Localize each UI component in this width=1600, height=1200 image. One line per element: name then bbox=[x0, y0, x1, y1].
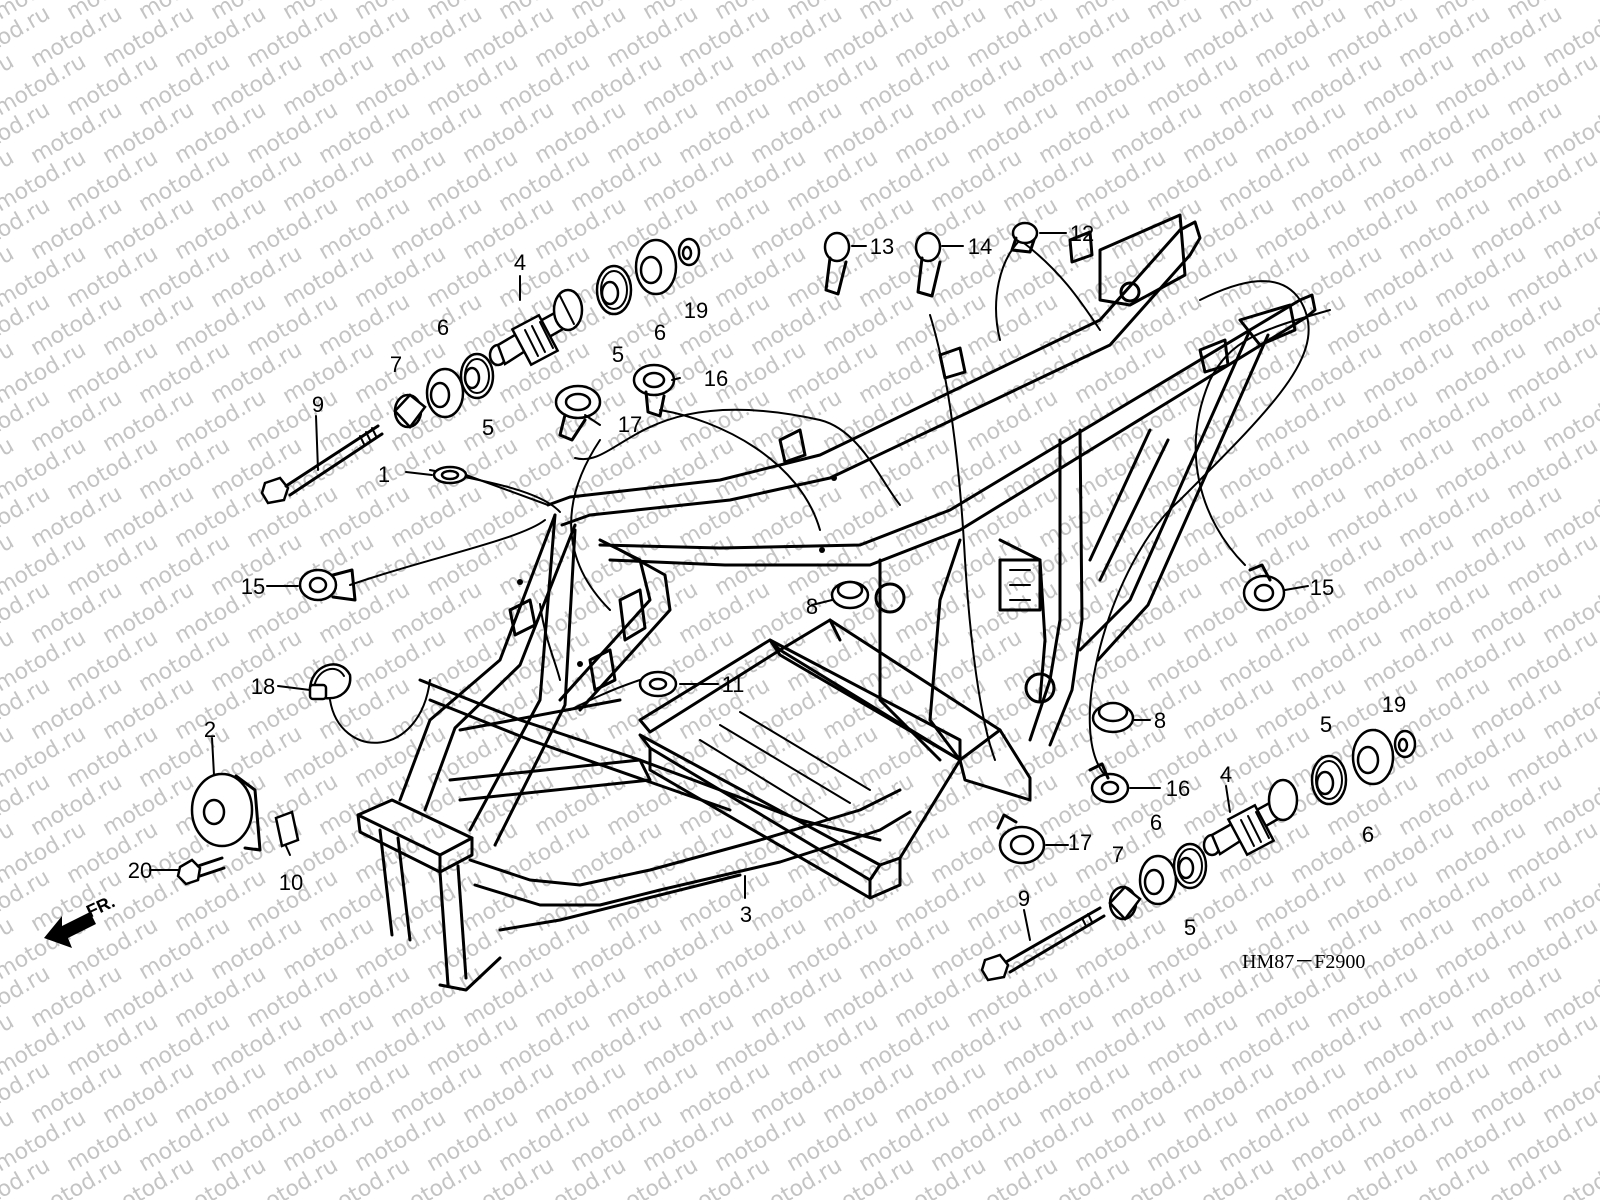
callout-19-upper: 19 bbox=[684, 298, 708, 323]
part-nut-19b bbox=[1393, 729, 1417, 759]
part-bolt-upper bbox=[260, 424, 384, 505]
callout-15-left: 15 bbox=[241, 574, 265, 599]
callout-20: 20 bbox=[128, 858, 152, 883]
diagram-code: HM87－F2900 bbox=[1242, 951, 1365, 973]
callout-5-b: 5 bbox=[612, 342, 624, 367]
callout-5-c: 5 bbox=[1184, 915, 1196, 940]
callout-5-a: 5 bbox=[482, 415, 494, 440]
part-clip-11 bbox=[638, 670, 678, 698]
part-band-13 bbox=[823, 231, 851, 296]
part-washer-6a bbox=[425, 367, 465, 419]
part-collar-lower bbox=[1108, 885, 1142, 921]
callout-12: 12 bbox=[1070, 221, 1094, 246]
part-shaft-4a bbox=[488, 288, 584, 367]
callout-4-lower: 4 bbox=[1220, 762, 1232, 787]
callout-19-lower: 19 bbox=[1382, 692, 1406, 717]
callout-16-lower: 16 bbox=[1166, 776, 1190, 801]
part-band-14 bbox=[914, 231, 942, 298]
part-bearing-5b bbox=[595, 264, 633, 316]
callouts: 1 2 3 4 4 5 5 5 5 6 6 6 6 7 7 8 8 9 9 10… bbox=[128, 221, 1406, 940]
part-clamp-15b bbox=[1242, 563, 1286, 612]
part-band-18 bbox=[308, 663, 352, 701]
part-grommet-8b bbox=[1091, 701, 1135, 734]
leader-lines bbox=[149, 232, 1309, 941]
callout-10: 10 bbox=[279, 870, 303, 895]
part-grommet-8a bbox=[830, 580, 870, 610]
part-bearing-5c bbox=[1172, 842, 1208, 890]
callout-8-lower: 8 bbox=[1154, 708, 1166, 733]
callout-6-b: 6 bbox=[654, 320, 666, 345]
callout-6-c: 6 bbox=[1150, 810, 1162, 835]
part-collar-upper bbox=[393, 393, 427, 429]
part-shaft-4b bbox=[1202, 778, 1299, 857]
callout-9-lower: 9 bbox=[1018, 886, 1030, 911]
callout-1: 1 bbox=[378, 462, 390, 487]
callout-16-upper: 16 bbox=[704, 366, 728, 391]
frame-body bbox=[329, 213, 1331, 992]
callout-9-upper: 9 bbox=[312, 392, 324, 417]
callout-13: 13 bbox=[870, 234, 894, 259]
callout-6-d: 6 bbox=[1362, 822, 1374, 847]
part-washer-6d bbox=[1351, 728, 1395, 786]
callout-3: 3 bbox=[740, 902, 752, 927]
part-clip-12 bbox=[1010, 221, 1039, 254]
part-bearing-5a bbox=[459, 352, 495, 400]
part-bolt-lower bbox=[980, 906, 1106, 982]
callout-6-a: 6 bbox=[437, 315, 449, 340]
part-nut-19a bbox=[677, 237, 701, 267]
callout-7-lower: 7 bbox=[1112, 842, 1124, 867]
part-clip-1 bbox=[432, 465, 468, 485]
callout-7-upper: 7 bbox=[390, 352, 402, 377]
callout-4-upper: 4 bbox=[514, 250, 526, 275]
part-clamp-16b bbox=[1088, 762, 1130, 804]
part-bolt-20 bbox=[176, 856, 226, 886]
part-clamp-17a bbox=[554, 384, 602, 442]
callout-2: 2 bbox=[204, 717, 216, 742]
callout-15-right: 15 bbox=[1310, 575, 1334, 600]
part-washer-6b bbox=[634, 238, 678, 296]
part-clamp-16a bbox=[632, 363, 676, 418]
callout-17-lower: 17 bbox=[1068, 830, 1092, 855]
callout-5-d: 5 bbox=[1320, 712, 1332, 737]
part-clamp-17b bbox=[996, 813, 1046, 865]
part-clip-10 bbox=[274, 810, 300, 848]
callout-14: 14 bbox=[968, 234, 992, 259]
part-washer-6c bbox=[1138, 854, 1178, 906]
callout-8-upper: 8 bbox=[806, 594, 818, 619]
part-horn-2 bbox=[190, 772, 262, 852]
callout-18: 18 bbox=[251, 674, 275, 699]
callout-17-upper: 17 bbox=[618, 412, 642, 437]
part-clamp-15a bbox=[298, 568, 357, 602]
callout-11: 11 bbox=[722, 672, 745, 697]
front-arrow-icon bbox=[44, 912, 96, 948]
part-bearing-5d bbox=[1310, 754, 1348, 806]
